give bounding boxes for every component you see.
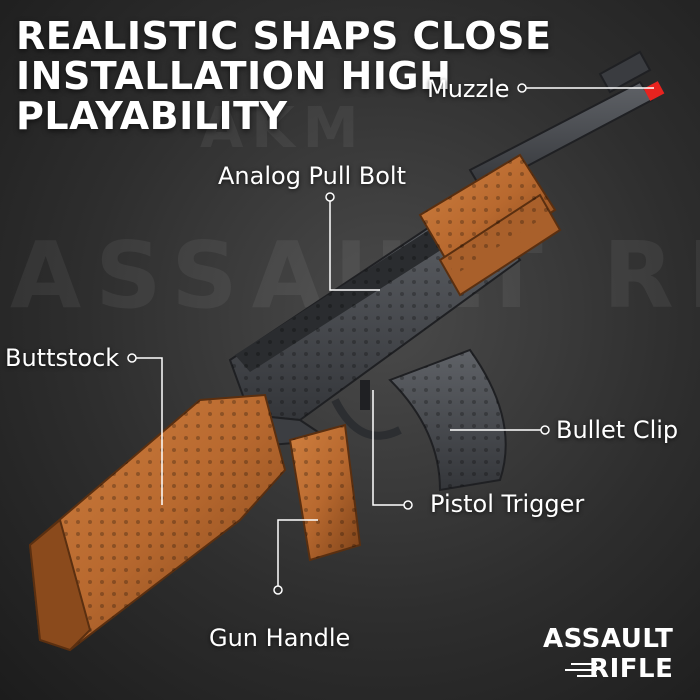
- headline-line-3: PLAYABILITY: [16, 94, 288, 138]
- headline: REALISTIC SHAPS CLOSE INSTALLATION HIGH …: [16, 16, 551, 136]
- muzzle-tip: [643, 81, 665, 101]
- callout-lines: [127, 83, 654, 595]
- callout-analog-pull-bolt: Analog Pull Bolt: [218, 162, 407, 190]
- callout-gun-handle: Gun Handle: [209, 624, 351, 652]
- pistol-grip: [288, 423, 362, 562]
- brand-line-1: ASSAULT: [543, 624, 674, 654]
- headline-line-2: INSTALLATION HIGH: [16, 54, 452, 98]
- buttstock-leader: [132, 357, 163, 505]
- trigger-guard: [331, 380, 402, 440]
- callout-bullet-clip: Bullet Clip: [556, 416, 679, 444]
- callout-buttstock: Buttstock: [5, 344, 120, 372]
- headline-line-1: REALISTIC SHAPS CLOSE: [16, 14, 552, 58]
- bolt-leader: [329, 197, 380, 291]
- speed-lines-icon: [565, 663, 597, 677]
- brand-logo: ASSAULT RIFLE: [543, 624, 673, 684]
- magazine: [388, 348, 507, 492]
- trigger-leader: [372, 390, 408, 506]
- buttstock: [28, 393, 287, 652]
- gun-handle-leader: [277, 519, 318, 590]
- callout-pistol-trigger: Pistol Trigger: [430, 490, 585, 518]
- brand-line-2: RIFLE: [543, 654, 673, 684]
- handguard: [418, 153, 562, 297]
- brand-line-2-text: RIFLE: [589, 654, 674, 684]
- callout-muzzle: Muzzle: [427, 75, 510, 103]
